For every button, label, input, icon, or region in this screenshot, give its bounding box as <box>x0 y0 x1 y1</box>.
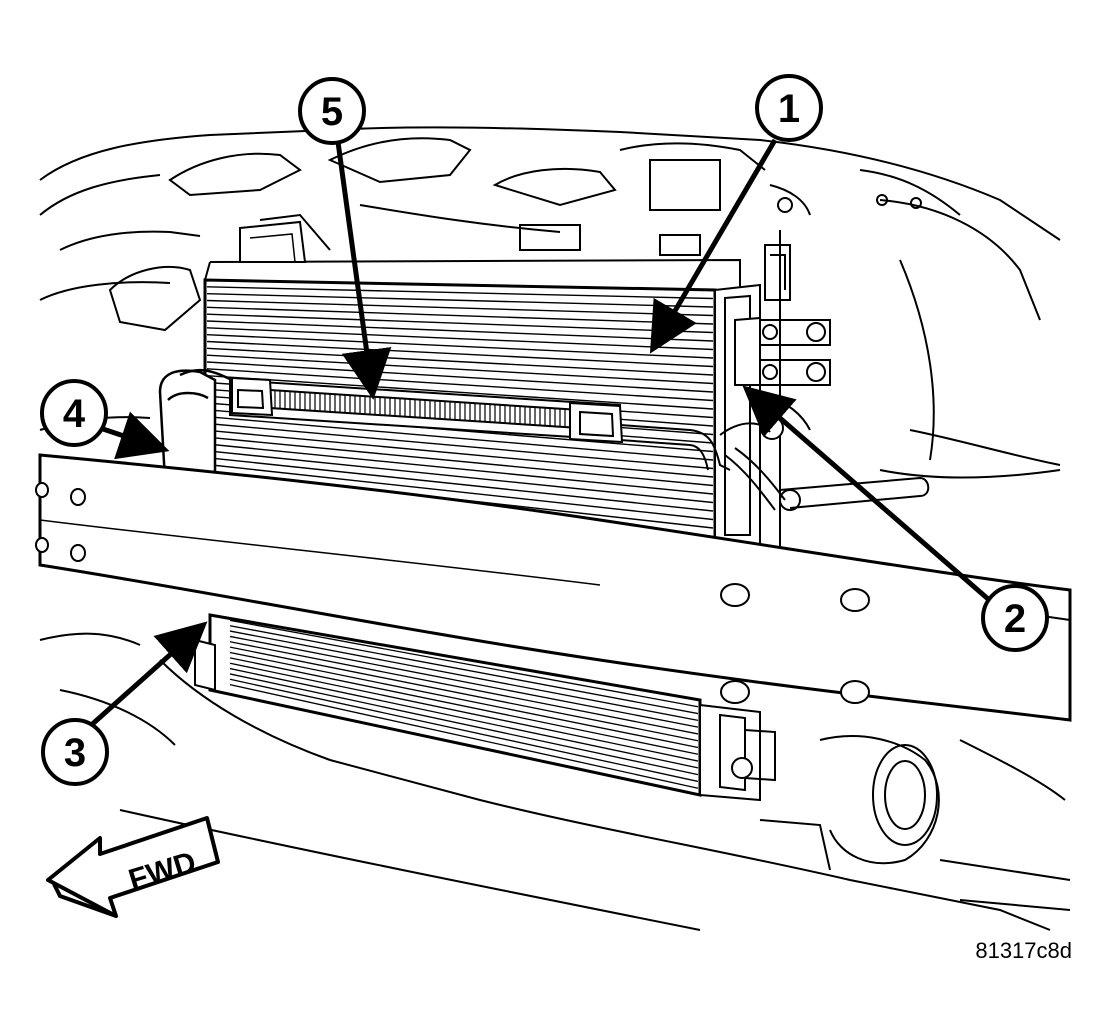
left-hose <box>158 368 233 487</box>
callout-1: 1 <box>755 74 823 142</box>
fin-line <box>206 443 714 495</box>
oil-cooler-fittings <box>231 376 624 444</box>
bumper-holes <box>35 482 870 704</box>
callout-4-label: 4 <box>63 392 86 436</box>
callout-3-label: 3 <box>64 731 86 775</box>
callout-5: 5 <box>298 77 366 145</box>
fin-line <box>229 657 699 755</box>
callout-2: 2 <box>981 584 1049 652</box>
fin-line <box>206 456 714 512</box>
callout-1-label: 1 <box>778 87 800 131</box>
fin-line <box>206 327 714 351</box>
callout-5-label: 5 <box>321 90 343 134</box>
fin-line <box>206 340 714 368</box>
bumper-beam <box>38 453 1072 722</box>
fin-line <box>229 651 699 749</box>
fin-line <box>229 619 699 708</box>
arrow-to-item-5 <box>335 141 392 400</box>
callout-4: 4 <box>40 379 108 447</box>
fin-line <box>206 299 714 317</box>
fin-line <box>229 662 699 762</box>
fin-line <box>206 368 714 402</box>
fin-line <box>229 635 699 728</box>
fin-line <box>206 436 714 487</box>
fwd-arrow-icon: FWD <box>46 816 220 918</box>
fin-line <box>229 673 699 776</box>
fin-line <box>206 306 714 325</box>
fin-line <box>206 313 714 334</box>
fin-line <box>229 625 699 715</box>
fin-line <box>206 463 714 521</box>
arrow-to-item-3 <box>86 621 208 730</box>
fin-line <box>206 333 714 359</box>
fin-line <box>229 646 699 742</box>
fin-line <box>206 286 714 300</box>
fin-line <box>206 450 714 504</box>
arrow-to-item-1 <box>649 138 778 354</box>
fin-line <box>206 429 714 478</box>
lower-cooler-fins <box>229 619 699 789</box>
fin-line <box>206 422 714 470</box>
fin-line <box>206 415 714 461</box>
figure-id: 81317c8d <box>975 938 1072 963</box>
fin-line <box>206 361 714 393</box>
fin-line <box>206 320 714 342</box>
fin-line <box>229 684 699 789</box>
leader-arrows <box>86 138 997 730</box>
right-side-tank <box>714 230 831 560</box>
engine-bay-linework <box>39 126 1061 479</box>
fin-line <box>206 374 714 410</box>
callout-2-label: 2 <box>1004 597 1026 641</box>
fin-line <box>229 630 699 721</box>
fin-line <box>206 354 714 385</box>
callout-3: 3 <box>41 718 109 786</box>
arrow-to-item-2 <box>742 385 997 607</box>
fin-line <box>229 667 699 769</box>
arrow-to-item-4 <box>99 411 170 460</box>
fin-line <box>229 641 699 735</box>
fin-line <box>229 678 699 783</box>
fin-line <box>206 347 714 376</box>
fin-line <box>206 292 714 308</box>
